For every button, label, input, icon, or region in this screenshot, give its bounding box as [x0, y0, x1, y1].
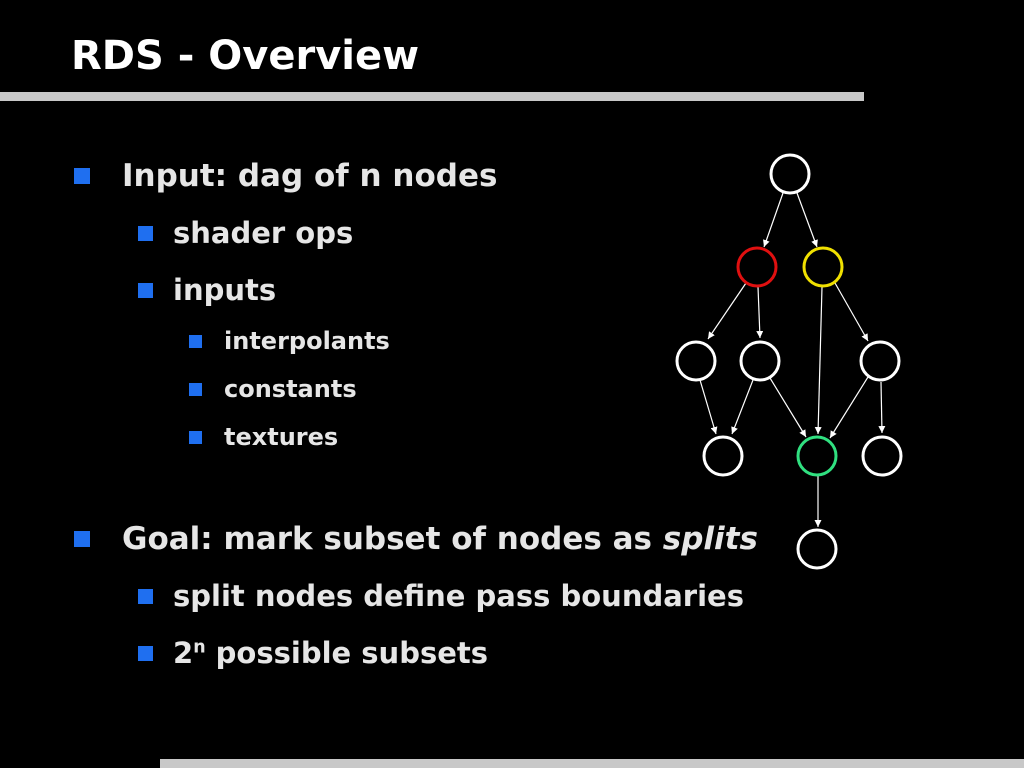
- edge-root-red: [763, 192, 784, 248]
- bullet-constants-text: constants: [224, 375, 357, 403]
- subsets-exponent: n: [193, 637, 206, 658]
- bullet-interpolants-text: interpolants: [224, 327, 390, 355]
- bullet-interpolants: interpolants: [189, 325, 390, 357]
- dag-node-right: [859, 340, 901, 382]
- bullet-subsets: 2n possible subsets: [138, 634, 488, 672]
- bullet-textures-text: textures: [224, 423, 339, 451]
- edge-center-bottomleft: [731, 379, 754, 435]
- bullet-inputs-text: inputs: [173, 273, 277, 307]
- dag-nodes: [675, 153, 903, 570]
- dag-node-bottom-left: [702, 435, 744, 477]
- subsets-rest: possible subsets: [205, 636, 489, 670]
- square-bullet-icon: [74, 168, 90, 184]
- bullet-goal: Goal: mark subset of nodes as splits: [74, 519, 758, 559]
- square-bullet-icon: [74, 531, 90, 547]
- square-bullet-icon: [138, 588, 153, 604]
- footer-rule: [160, 759, 1024, 768]
- bullet-shader-ops: shader ops: [138, 214, 353, 252]
- bullet-shader-ops-text: shader ops: [173, 216, 354, 250]
- edge-left-bottomleft: [699, 379, 718, 435]
- edge-yellow-right: [834, 282, 869, 342]
- dag-node-yellow: [802, 246, 844, 288]
- dag-node-bottom: [796, 528, 838, 570]
- bullet-goal-emphasis: splits: [662, 521, 758, 557]
- bullet-textures: textures: [189, 421, 338, 453]
- dag-node-green: [796, 435, 838, 477]
- subsets-base: 2: [173, 636, 194, 670]
- square-bullet-icon: [138, 645, 153, 661]
- bullet-constants: constants: [189, 373, 357, 405]
- bullet-goal-text: Goal: mark subset of nodes as splits: [122, 519, 758, 559]
- edge-red-left: [707, 282, 747, 340]
- edge-right-green: [829, 376, 869, 439]
- title-rule: [0, 92, 864, 101]
- dag-node-red: [736, 246, 778, 288]
- bullet-input-text: Input: dag of n nodes: [122, 158, 498, 194]
- edge-root-yellow: [796, 192, 818, 248]
- square-bullet-icon: [138, 282, 153, 298]
- bullet-input: Input: dag of n nodes: [74, 156, 497, 196]
- square-bullet-icon: [189, 334, 202, 348]
- dag-node-bottom-right: [861, 435, 903, 477]
- bullet-goal-prefix: Goal: mark subset of nodes as: [122, 521, 663, 557]
- bullet-subsets-text: 2n possible subsets: [173, 634, 488, 672]
- square-bullet-icon: [189, 382, 202, 396]
- square-bullet-icon: [138, 225, 153, 241]
- edge-red-center: [756, 286, 764, 339]
- edge-center-green: [769, 377, 807, 438]
- slide-title: RDS - Overview: [71, 33, 420, 79]
- dag-node-root: [769, 153, 811, 195]
- bullet-split-nodes-text: split nodes define pass boundaries: [173, 579, 744, 613]
- edge-yellow-green: [814, 286, 823, 435]
- square-bullet-icon: [189, 430, 202, 444]
- edge-right-bottomright: [878, 381, 886, 434]
- dag-node-left: [675, 340, 717, 382]
- bullet-split-nodes: split nodes define pass boundaries: [138, 577, 744, 615]
- bullet-inputs: inputs: [138, 271, 276, 309]
- dag-node-center: [739, 340, 781, 382]
- dag-edges: [699, 192, 886, 527]
